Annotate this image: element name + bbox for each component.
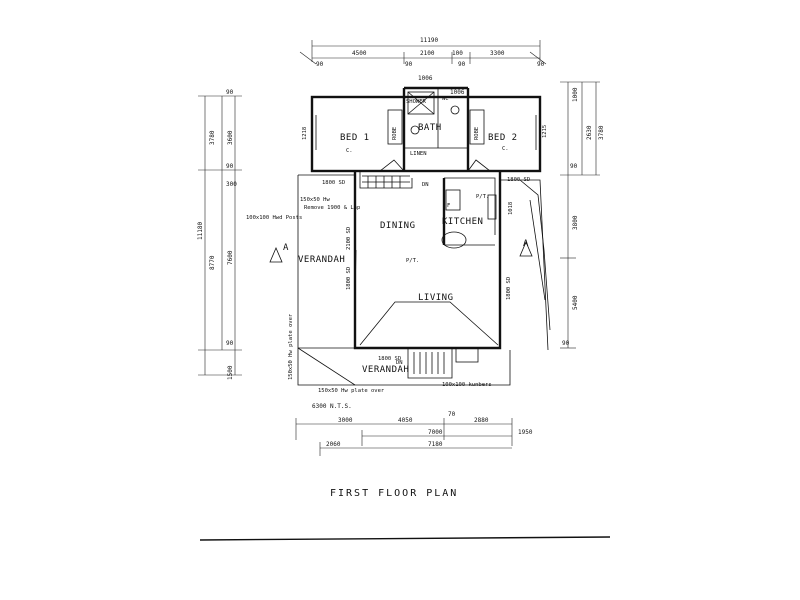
bottom-rule — [199, 536, 611, 541]
room-living: LIVING — [418, 293, 454, 303]
dim-left-tick-2: 90 — [226, 163, 234, 170]
note-w-3: 1018 — [508, 202, 514, 215]
note-sd-5: 2100 SD — [346, 227, 352, 250]
dim-bath-width-2: 1006 — [450, 89, 465, 96]
dim-left-5: 1500 — [227, 365, 234, 380]
label-pit-living: P/T. — [406, 258, 419, 264]
dim-top-1: 4500 — [352, 50, 367, 57]
top-dimensions: 11190 4500 2100 100 3300 90 90 90 90 100… — [299, 37, 547, 96]
label-fridge: F — [447, 203, 450, 209]
room-linen: LINEN — [410, 151, 427, 157]
label-c-bed1: C. — [346, 148, 353, 154]
room-bath: BATH — [418, 123, 442, 133]
room-labels: BED 1 BED 2 BATH SHOWER WC LINEN ROBE RO… — [298, 96, 518, 375]
dim-bottom-3: 2880 — [474, 417, 489, 424]
note-w-2: 1215 — [542, 125, 548, 138]
room-dining: DINING — [380, 221, 416, 231]
note-balustrade: Remove 1900 & Lap — [304, 205, 360, 211]
section-a-east: A — [523, 239, 529, 249]
note-beam-south: 150x50 Hw plate over — [318, 388, 385, 394]
dim-left-2: 3600 — [227, 130, 234, 145]
dim-right-2: 2630 — [586, 125, 593, 140]
label-pit-kitchen: P/T. — [476, 194, 489, 200]
label-c-bed2: C. — [502, 146, 509, 152]
dim-top-tick-3: 90 — [458, 61, 466, 68]
dim-bottom-2: 4050 — [398, 417, 413, 424]
note-sd-2: 1800 SD — [378, 356, 401, 362]
room-robe2: ROBE — [474, 127, 480, 140]
dim-right-tick-2: 90 — [562, 340, 570, 347]
room-verandah-west: VERANDAH — [298, 255, 345, 265]
dim-bottom-4: 7000 — [428, 429, 443, 436]
dim-top-4: 3300 — [490, 50, 505, 57]
room-wc: WC — [442, 96, 449, 102]
room-robe1: ROBE — [392, 127, 398, 140]
section-markers: A A — [269, 239, 533, 263]
dim-bath-width: 1006 — [418, 75, 433, 82]
bottom-dimensions: 3000 4050 2880 7000 1950 2060 7180 70 63… — [295, 403, 533, 456]
dim-left-3: 8770 — [209, 255, 216, 270]
dim-bottom-1: 3000 — [338, 417, 353, 424]
dim-left-1: 3780 — [209, 130, 216, 145]
label-dn-verandah: DN — [396, 360, 403, 366]
note-beam: 150x50 Hw — [300, 197, 330, 203]
verandahs — [297, 174, 551, 386]
dim-bottom-5: 1950 — [518, 429, 533, 436]
dim-right-tick-1: 90 — [570, 163, 578, 170]
note-sd-1: 1800 SD — [322, 180, 345, 186]
note-beam-west: 150x50 Hw plate over — [288, 313, 294, 380]
dim-bottom-6: 2060 — [326, 441, 341, 448]
room-bed1: BED 1 — [340, 133, 370, 143]
dim-top-tick-4: 90 — [537, 61, 545, 68]
room-bed2: BED 2 — [488, 133, 518, 143]
room-shower: SHOWER — [406, 99, 427, 105]
dim-left-6: 11180 — [197, 222, 204, 240]
drawing-title: FIRST FLOOR PLAN — [330, 488, 458, 499]
dim-left-tick-1: 90 — [226, 89, 234, 96]
dim-left-tick-3: 300 — [226, 181, 237, 188]
dim-right-5: 5400 — [572, 295, 579, 310]
left-dimensions: 3780 3600 8770 7600 1500 11180 90 90 300… — [197, 89, 242, 380]
main-walls — [353, 172, 502, 350]
note-posts: 100x100 Hwd Posts — [246, 215, 302, 221]
room-verandah-south: VERANDAH — [362, 365, 409, 375]
dim-top-3: 100 — [452, 50, 463, 57]
note-sd-6: 1800 SD — [506, 277, 512, 300]
note-sd-3: 1800 SD — [507, 177, 530, 183]
note-sd-4: 1800 SD — [346, 267, 352, 290]
bedroom-wing — [310, 86, 542, 173]
section-a-west: A — [283, 243, 289, 253]
annotations: C. C. F P/T. P/T. DN DN Remove 1900 & La… — [246, 125, 548, 394]
note-w-1: 1218 — [302, 127, 308, 140]
note-kunbers: 100x100 kunbers — [442, 382, 492, 388]
dim-top-tick-1: 90 — [316, 61, 324, 68]
room-kitchen: KITCHEN — [442, 217, 483, 227]
dim-right-4: 3800 — [572, 215, 579, 230]
dim-left-tick-4: 90 — [226, 340, 234, 347]
dim-top-tick-2: 90 — [405, 61, 413, 68]
dim-right-1: 1000 — [572, 87, 579, 102]
dim-nts: 6300 N.T.S. — [312, 403, 352, 410]
dim-bottom-7: 7180 — [428, 441, 443, 448]
dim-top-total: 11190 — [420, 37, 438, 44]
label-dn-stair: DN — [422, 182, 429, 188]
dim-top-2: 2100 — [420, 50, 435, 57]
dim-right-3: 3780 — [598, 125, 605, 140]
dim-left-4: 7600 — [227, 250, 234, 265]
dim-bottom-tick-1: 70 — [448, 411, 456, 418]
right-dimensions: 1000 2630 3780 3800 5400 90 90 — [560, 81, 605, 349]
